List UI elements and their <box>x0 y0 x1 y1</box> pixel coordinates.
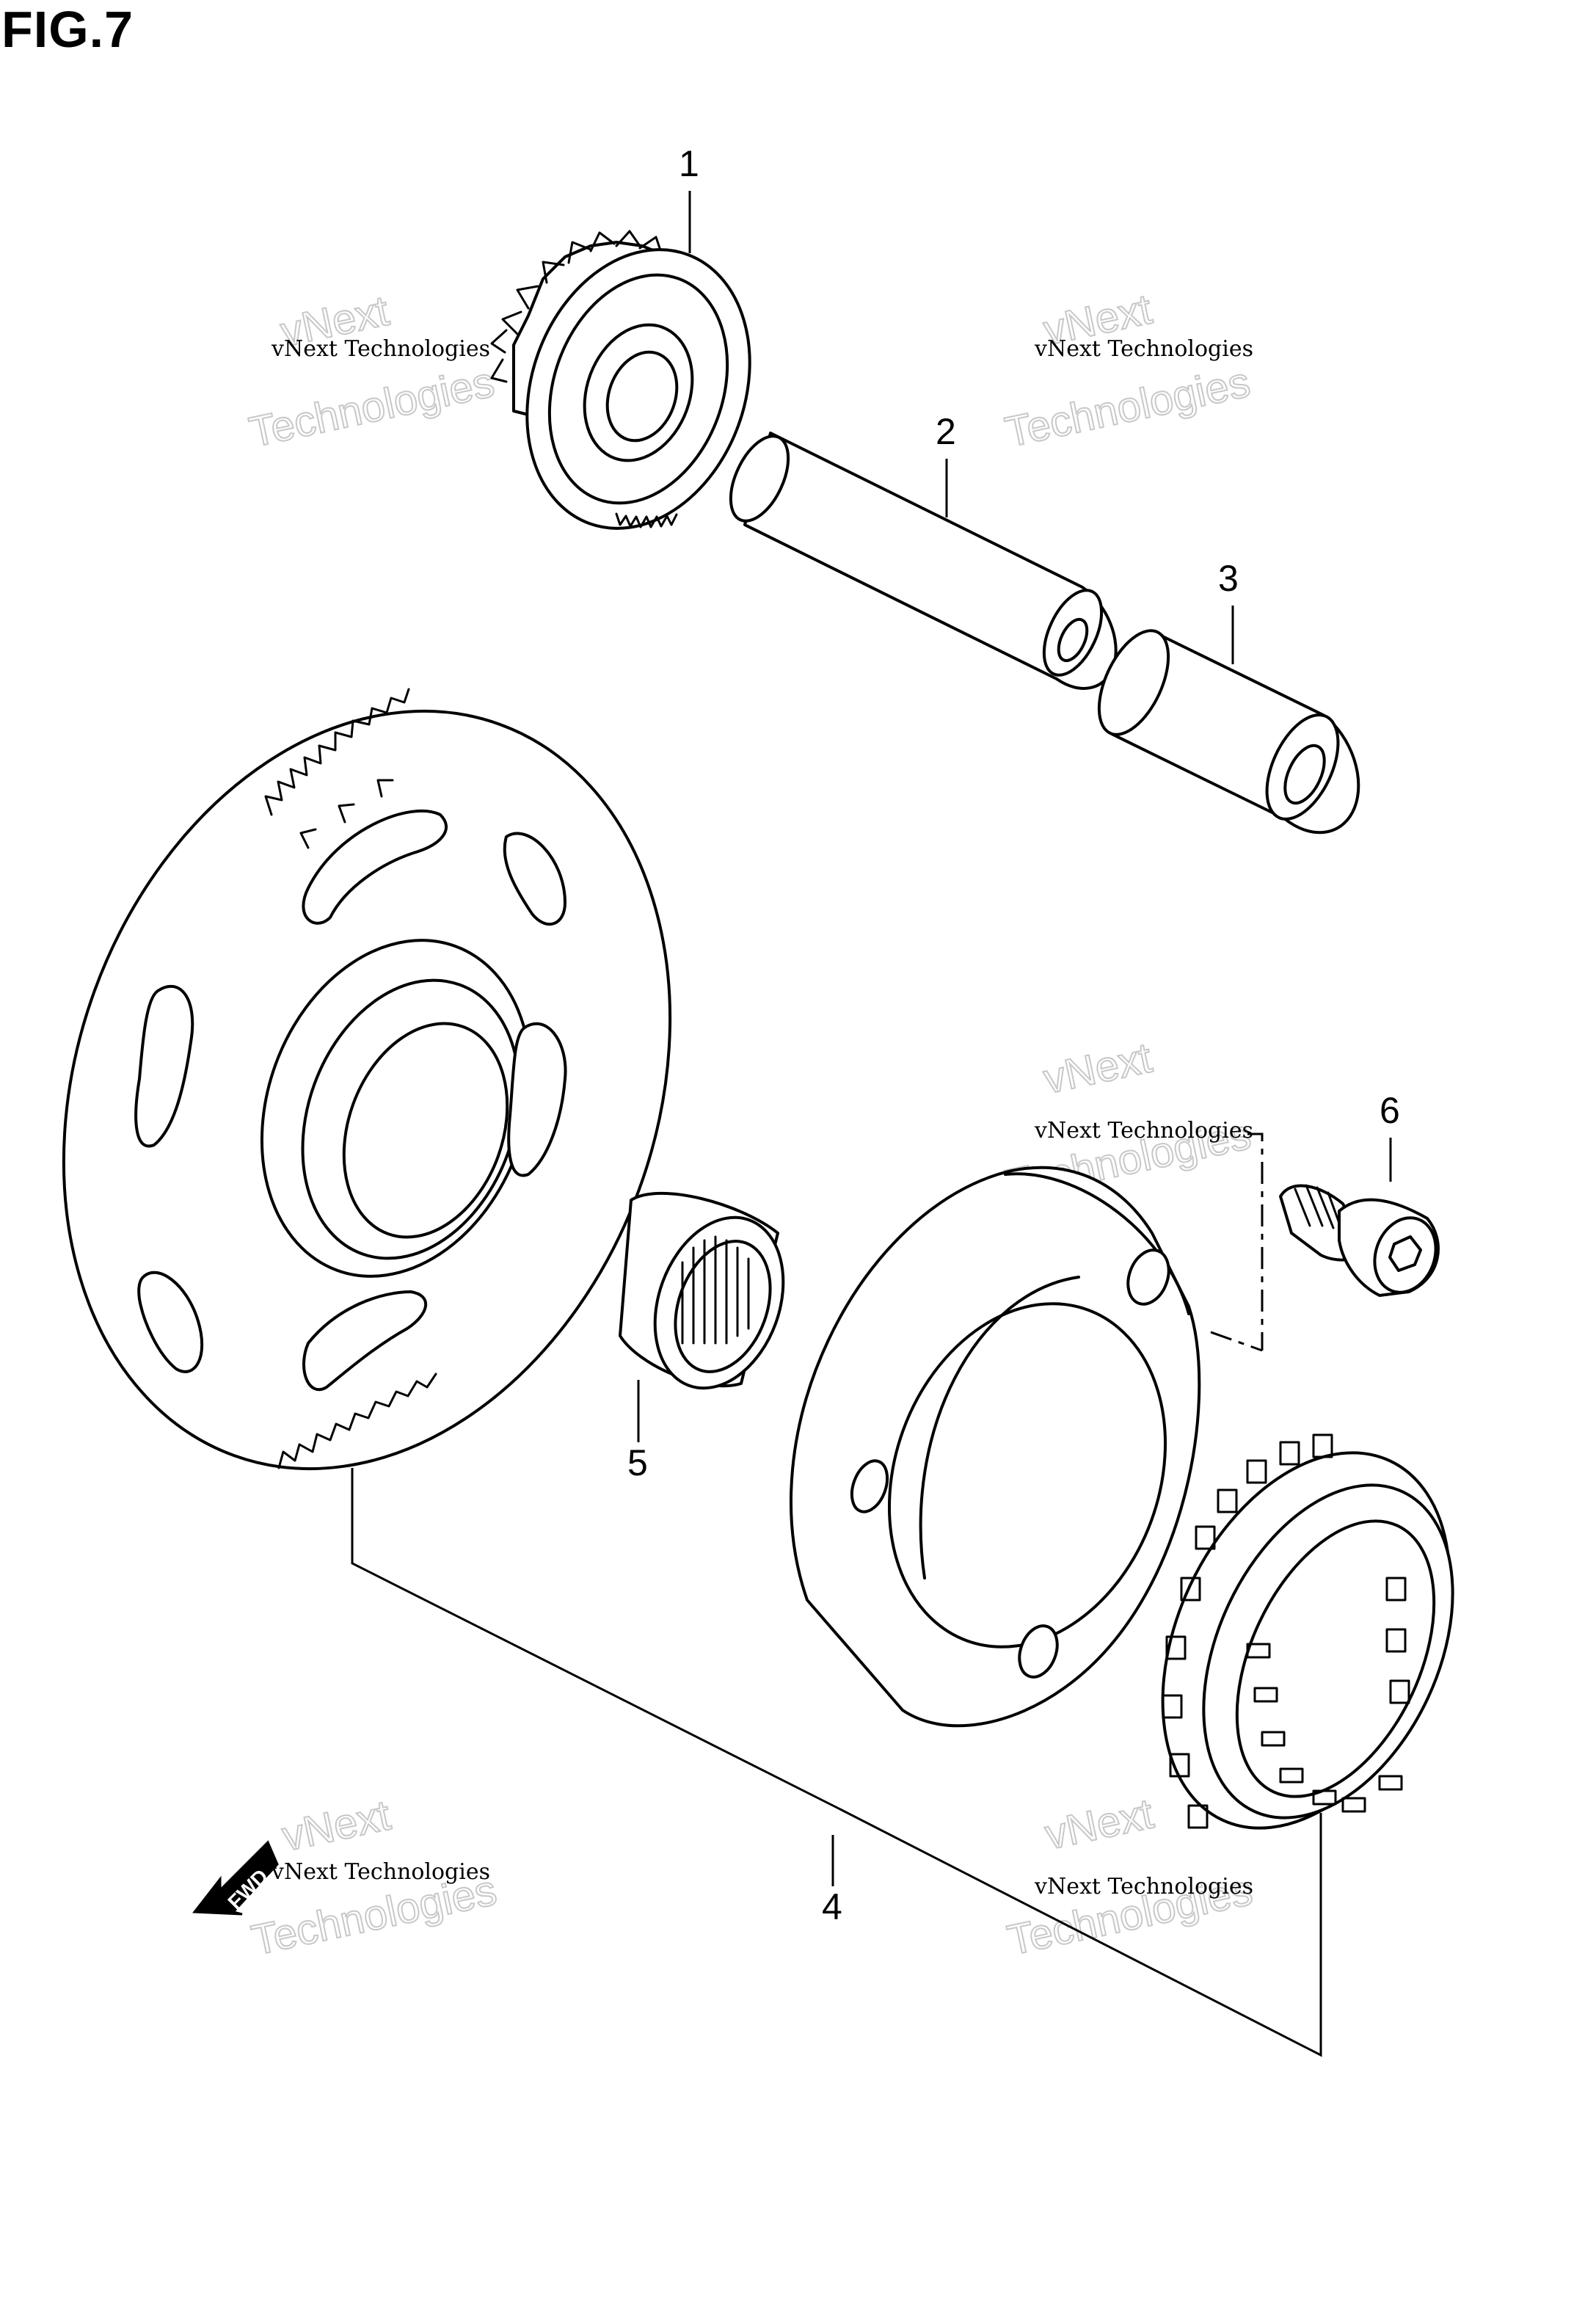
watermark-group-1: vNext Technologies <box>244 286 499 457</box>
bushing-end-far <box>1097 629 1170 736</box>
slot-left <box>134 985 194 1148</box>
part-3-bushing: 3 <box>1097 558 1360 835</box>
bushing-bore <box>1283 744 1326 805</box>
housing-bolt-hole-3 <box>1018 1624 1059 1679</box>
part-1-idle-gear: 1 <box>490 143 751 530</box>
bolt-hex-socket <box>1388 1235 1422 1272</box>
gear-hub-bore <box>605 350 679 443</box>
gear-teeth-side <box>490 329 508 383</box>
slot-top <box>302 809 448 925</box>
watermark-group-2: vNext Technologies <box>1000 285 1255 457</box>
housing-bore <box>887 1302 1167 1648</box>
watermark-text: vNext Technologies <box>1034 1874 1253 1900</box>
slot-bottom-left <box>137 1270 204 1373</box>
part-label-3: 3 <box>1218 558 1239 599</box>
part-label-1: 1 <box>679 143 699 184</box>
slot-right <box>507 1022 567 1177</box>
gear-hub-outer <box>583 323 694 462</box>
watermark-outline-big: Technologies <box>245 358 498 457</box>
watermark-text: vNext Technologies <box>1034 1118 1253 1144</box>
watermark-text: vNext Technologies <box>1034 336 1253 362</box>
part-label-6: 6 <box>1380 1090 1400 1131</box>
fwd-direction-marker: FWD <box>192 1840 279 1916</box>
watermark-text: vNext Technologies <box>271 336 490 362</box>
bolt-threads <box>1294 1184 1344 1235</box>
housing-bolt-hole-1 <box>1126 1248 1170 1306</box>
large-gear-hub-inner <box>301 978 521 1260</box>
large-gear-teeth-bottom <box>277 1373 437 1469</box>
leader-bracket-4 <box>351 1468 1322 2057</box>
housing-top-edge <box>1004 1172 1190 1315</box>
housing-bore-inner <box>919 1276 1080 1579</box>
one-way-clutch <box>1161 1433 1454 1830</box>
part-4-starter-gear <box>62 688 672 1471</box>
shaft-end-far <box>729 435 790 523</box>
part-label-4: 4 <box>822 1886 842 1927</box>
figure-title: FIG.7 <box>1 1 134 58</box>
bolt-head-face <box>1373 1216 1438 1294</box>
bolt-assembly-dashline <box>1210 1133 1264 1352</box>
gear-teeth-bottom <box>615 512 678 528</box>
part-5-needle-bearing: 5 <box>619 1191 785 1483</box>
slot-top-right <box>503 832 566 926</box>
part-label-5: 5 <box>627 1442 648 1483</box>
slot-bottom <box>302 1290 427 1392</box>
watermark-text: vNext Technologies <box>271 1859 490 1885</box>
shaft-bore <box>1057 617 1089 663</box>
clutch-inner-race <box>1235 1519 1436 1798</box>
part-2-shaft: 2 <box>729 411 1118 690</box>
part-4-bracket: 4 <box>351 1468 1322 2057</box>
clutch-sprags-outer <box>1162 1433 1333 1829</box>
large-gear-bore <box>342 1022 509 1239</box>
clutch-sprags-inner <box>1246 1577 1410 1813</box>
large-gear-teeth-rim <box>299 779 394 849</box>
gear-teeth-small <box>501 230 663 335</box>
watermark-outline-top: vNext <box>1040 1034 1156 1103</box>
watermark-outline-big: Technologies <box>1001 358 1254 457</box>
gear-face-ring <box>547 273 729 505</box>
part-6-bolt: 6 <box>1210 1090 1440 1352</box>
part-label-2: 2 <box>936 411 956 452</box>
clutch-housing <box>790 1166 1201 1728</box>
fwd-arrow-icon <box>192 1840 279 1916</box>
housing-bolt-hole-2 <box>850 1459 889 1513</box>
watermark-outline-top: vNext <box>278 1791 395 1860</box>
large-gear-teeth-top <box>264 688 410 816</box>
watermark-outline-top: vNext <box>1041 1789 1158 1858</box>
clutch-face <box>1202 1483 1454 1820</box>
bearing-needles <box>681 1235 750 1345</box>
